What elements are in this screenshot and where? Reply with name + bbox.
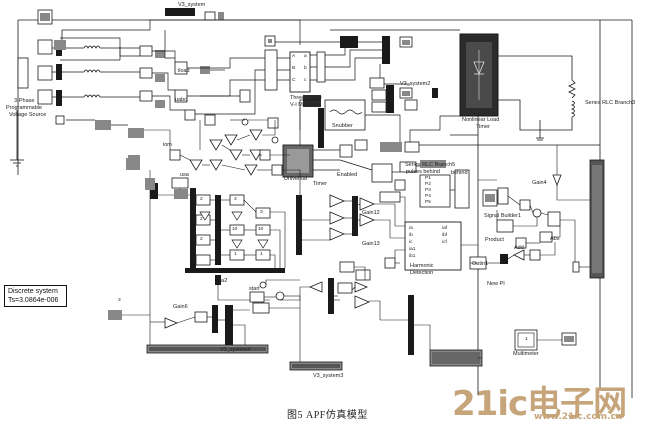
watermark-url: www.21ic.com.cn [534,412,623,422]
label-prog-src3: Voltage Source [9,112,47,118]
label-outin: Outin1 [472,261,489,267]
label-signal-builder: Signal Builder1 [484,213,521,219]
control-gains [169,117,283,176]
center-wiring [140,119,301,340]
label-v3-system4: V3_system4 [220,347,251,353]
label-p3: P3 [425,188,431,193]
label-ua2: ua2 [218,278,228,284]
label-nonlinear-load: Nonlinear Load [462,117,500,123]
label-snubber: Snubber [332,123,353,129]
label-const-3a: 3 [234,197,237,202]
upper-wiring [60,19,460,126]
label-behind: behind [451,170,468,176]
mid-left-wiring [190,199,330,301]
label-usa: usa [180,172,189,178]
label-ib: ib [409,233,413,238]
label-enabled: Enabled [337,172,358,178]
label-harmonic: Harmonic [410,263,434,269]
label-gain13: Gain13 [362,241,380,247]
vi-measure-blocks [264,35,438,113]
label-phase-c: C [292,78,296,83]
label-phase-b-out: b [304,66,307,71]
watermark-main: 21ic电子网 [452,384,627,424]
bridge-wiring [299,99,478,191]
label-uabc: uabc [175,97,187,103]
label-const-3c: 3 [118,298,121,303]
series-rlc-branch [498,55,576,141]
label-gain12: Gain12 [362,210,380,216]
multimeter-block [514,329,577,351]
label-iaf: iaf [442,226,448,231]
label-ia: ia [409,226,413,231]
label-add: Add [514,245,524,251]
label-multimeter-1: 1 [525,337,528,342]
label-v3-system: V3_system [178,2,206,8]
label-const-10a: 10 [232,227,238,232]
label-pulses-behind: pulses behind [406,169,440,175]
label-const-1b: 1 [260,252,263,257]
bottom-wiring [122,279,482,362]
label-p5: P5 [425,200,431,205]
label-const-2b: 2 [200,217,203,222]
label-ib1: ib1 [409,254,416,259]
label-abs: Abs [550,236,560,242]
label-const-1a: 1 [234,252,237,257]
label-p2: P2 [425,182,431,187]
label-const-10b: 10 [258,227,264,232]
label-detection: Detection [410,270,434,276]
label-phase-a: A [292,54,296,59]
label-series-rlc2: Series RLC Branch5 [405,162,456,168]
nonlinear-load [459,33,499,117]
label-three-phase: Three-Phase [290,95,322,101]
figure-caption: 图5 APF仿真模型 [287,410,368,421]
label-const-3b: 3 [260,210,263,215]
label-iom: iom [163,142,172,148]
powergui-discrete-block[interactable]: Discrete system Ts=3.0864e-006 [4,285,67,307]
harmonic-wiring [280,196,478,320]
label-timer: Timer [476,124,490,130]
discrete-ts: Ts=3.0864e-006 [8,297,59,304]
label-phase-a-out: a [304,54,307,59]
bottom-blocks [108,281,483,371]
label-universal: Universal [284,176,307,182]
label-icf: icf [442,240,447,245]
label-gain4: Gain4 [532,180,547,186]
label-timer2: Timer [313,181,327,187]
label-gain6: Gain6 [173,304,188,310]
label-const-2c: 2 [200,237,203,242]
vertical-bus [410,116,600,395]
label-prog-src2: Programmable [6,105,43,111]
label-v3-system2: V3_system2 [400,81,431,87]
label-phase-b: B [292,66,296,71]
mid-left-blocks [150,177,302,285]
discrete-title: Discrete system [8,288,58,295]
right-wiring [470,145,590,268]
label-v3-system3: V3_system3 [313,373,344,379]
label-iload: iload [178,68,190,74]
label-p4: P4 [425,194,431,199]
bridge-area [282,95,470,209]
label-const-2a: 2 [200,197,203,202]
label-multimeter: Multimeter [513,351,539,357]
label-ibf: ibf [442,233,448,238]
label-prog-src1: 3-Phase [14,98,35,104]
label-ia1: ia1 [409,247,416,252]
label-start: start [249,286,260,292]
label-p1: P1 [425,176,431,181]
label-series-rlc1: Series RLC Branch3 [585,100,636,106]
label-three-phase-vi: V-I Measure [290,102,320,108]
top-scope-blocks [54,8,251,167]
watermark-logo: 21ic电子网 www.21ic.com.cn [452,376,642,424]
label-new-pi: New PI [487,281,505,287]
left-misc-blocks [126,128,155,190]
label-ic: ic [409,240,413,245]
label-product: Product [485,237,504,243]
label-phase-c-out: c [304,78,307,83]
